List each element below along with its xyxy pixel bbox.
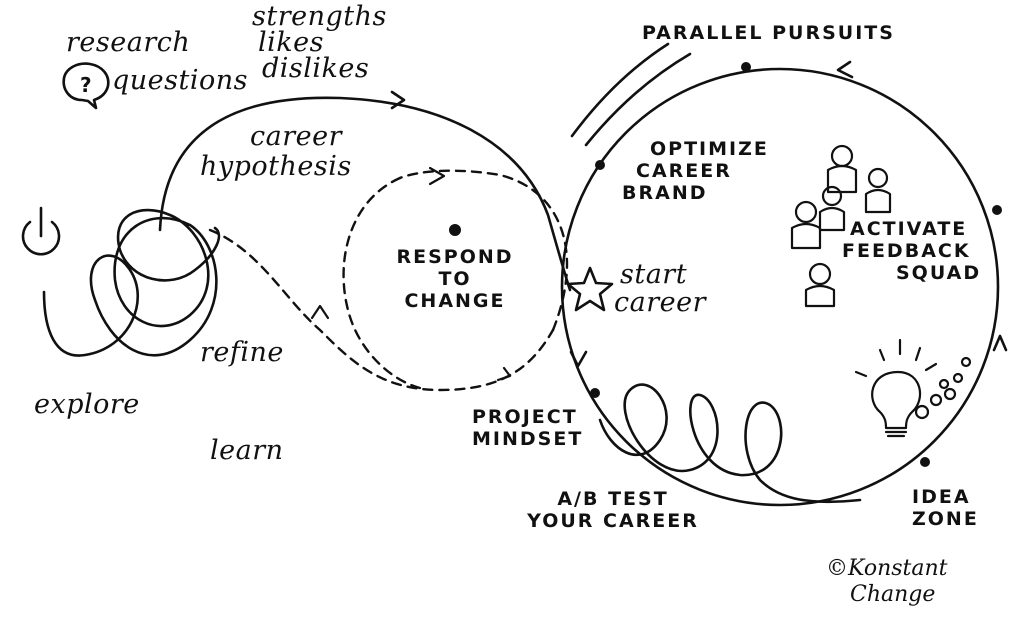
stage-line: YOUR CAREER (527, 510, 699, 532)
stage-line: A/B TEST (557, 488, 669, 510)
svg-text:?: ? (80, 73, 92, 97)
note-refine: refine (200, 337, 284, 368)
parallel-line-2 (584, 52, 692, 147)
stage-line: PROJECT (472, 406, 578, 428)
stage-line: TO (438, 268, 472, 290)
milestone-dot (992, 205, 1002, 215)
stage-activate-feedback-squad: ACTIVATE FEEDBACK SQUAD (842, 218, 981, 284)
stage-line: CAREER (636, 160, 732, 182)
stage-line: FEEDBACK (842, 240, 971, 262)
stage-ab-test-your-career: A/B TEST YOUR CAREER (508, 488, 718, 532)
power-icon (21, 206, 61, 256)
stage-line: ZONE (912, 508, 979, 530)
ab-test-scribble (598, 383, 862, 504)
note-likes: likes (258, 27, 324, 58)
credit-line: ©Konstant (826, 556, 948, 581)
milestone-dot (595, 160, 605, 170)
note-start: start (620, 259, 688, 290)
respond-path-left (342, 176, 422, 390)
stage-line: SQUAD (896, 262, 982, 284)
stage-line: RESPOND (396, 246, 514, 268)
stage-line: CHANGE (404, 290, 506, 312)
milestone-dot (920, 457, 930, 467)
dashed-arrow-bottom (496, 366, 512, 382)
note-start-career: career (614, 287, 706, 318)
career-cycle-circle (560, 67, 1000, 507)
dashed-arrow-top (428, 166, 446, 186)
stage-line: BRAND (622, 182, 708, 204)
explore-scribble (42, 208, 221, 357)
note-questions: questions (112, 65, 248, 96)
milestone-dot (741, 62, 751, 72)
respond-center-dot (449, 224, 461, 236)
respond-path-upper (398, 169, 569, 332)
star-icon (566, 266, 614, 312)
note-research: research (66, 27, 191, 58)
stage-line: IDEA (912, 486, 971, 508)
circle-arrow-top (836, 60, 854, 79)
note-learn: learn (210, 435, 284, 466)
stage-idea-zone: IDEA ZONE (912, 486, 979, 530)
note-career: career (250, 121, 342, 152)
credit-line: Change (850, 582, 936, 607)
circle-arrow-left (569, 350, 588, 368)
stage-line: OPTIMIZE (650, 138, 769, 160)
stage-optimize-career-brand: OPTIMIZE CAREER BRAND (620, 138, 769, 204)
note-hypothesis: hypothesis (200, 151, 352, 182)
hypothesis-path (158, 96, 572, 292)
stage-line: ACTIVATE (850, 218, 968, 240)
milestone-dot (590, 388, 600, 398)
people-group-icon (790, 144, 892, 308)
stage-project-mindset: PROJECT MINDSET (472, 406, 583, 450)
hypothesis-arrow (390, 90, 406, 110)
parallel-line-1 (570, 42, 670, 138)
note-explore: explore (34, 389, 140, 420)
note-strengths: strengths (252, 1, 387, 32)
lightbulb-icon (854, 338, 972, 438)
dashed-arrow-left (310, 304, 330, 320)
question-bubble-icon: ? (62, 62, 110, 110)
note-dislikes: dislikes (262, 53, 370, 84)
credit: ©Konstant Change (826, 556, 948, 608)
circle-arrow-right (992, 334, 1008, 352)
stage-line: MINDSET (472, 428, 584, 450)
stage-parallel-pursuits: PARALLEL PURSUITS (642, 22, 895, 44)
stage-respond-to-change: RESPOND TO CHANGE (380, 246, 530, 312)
